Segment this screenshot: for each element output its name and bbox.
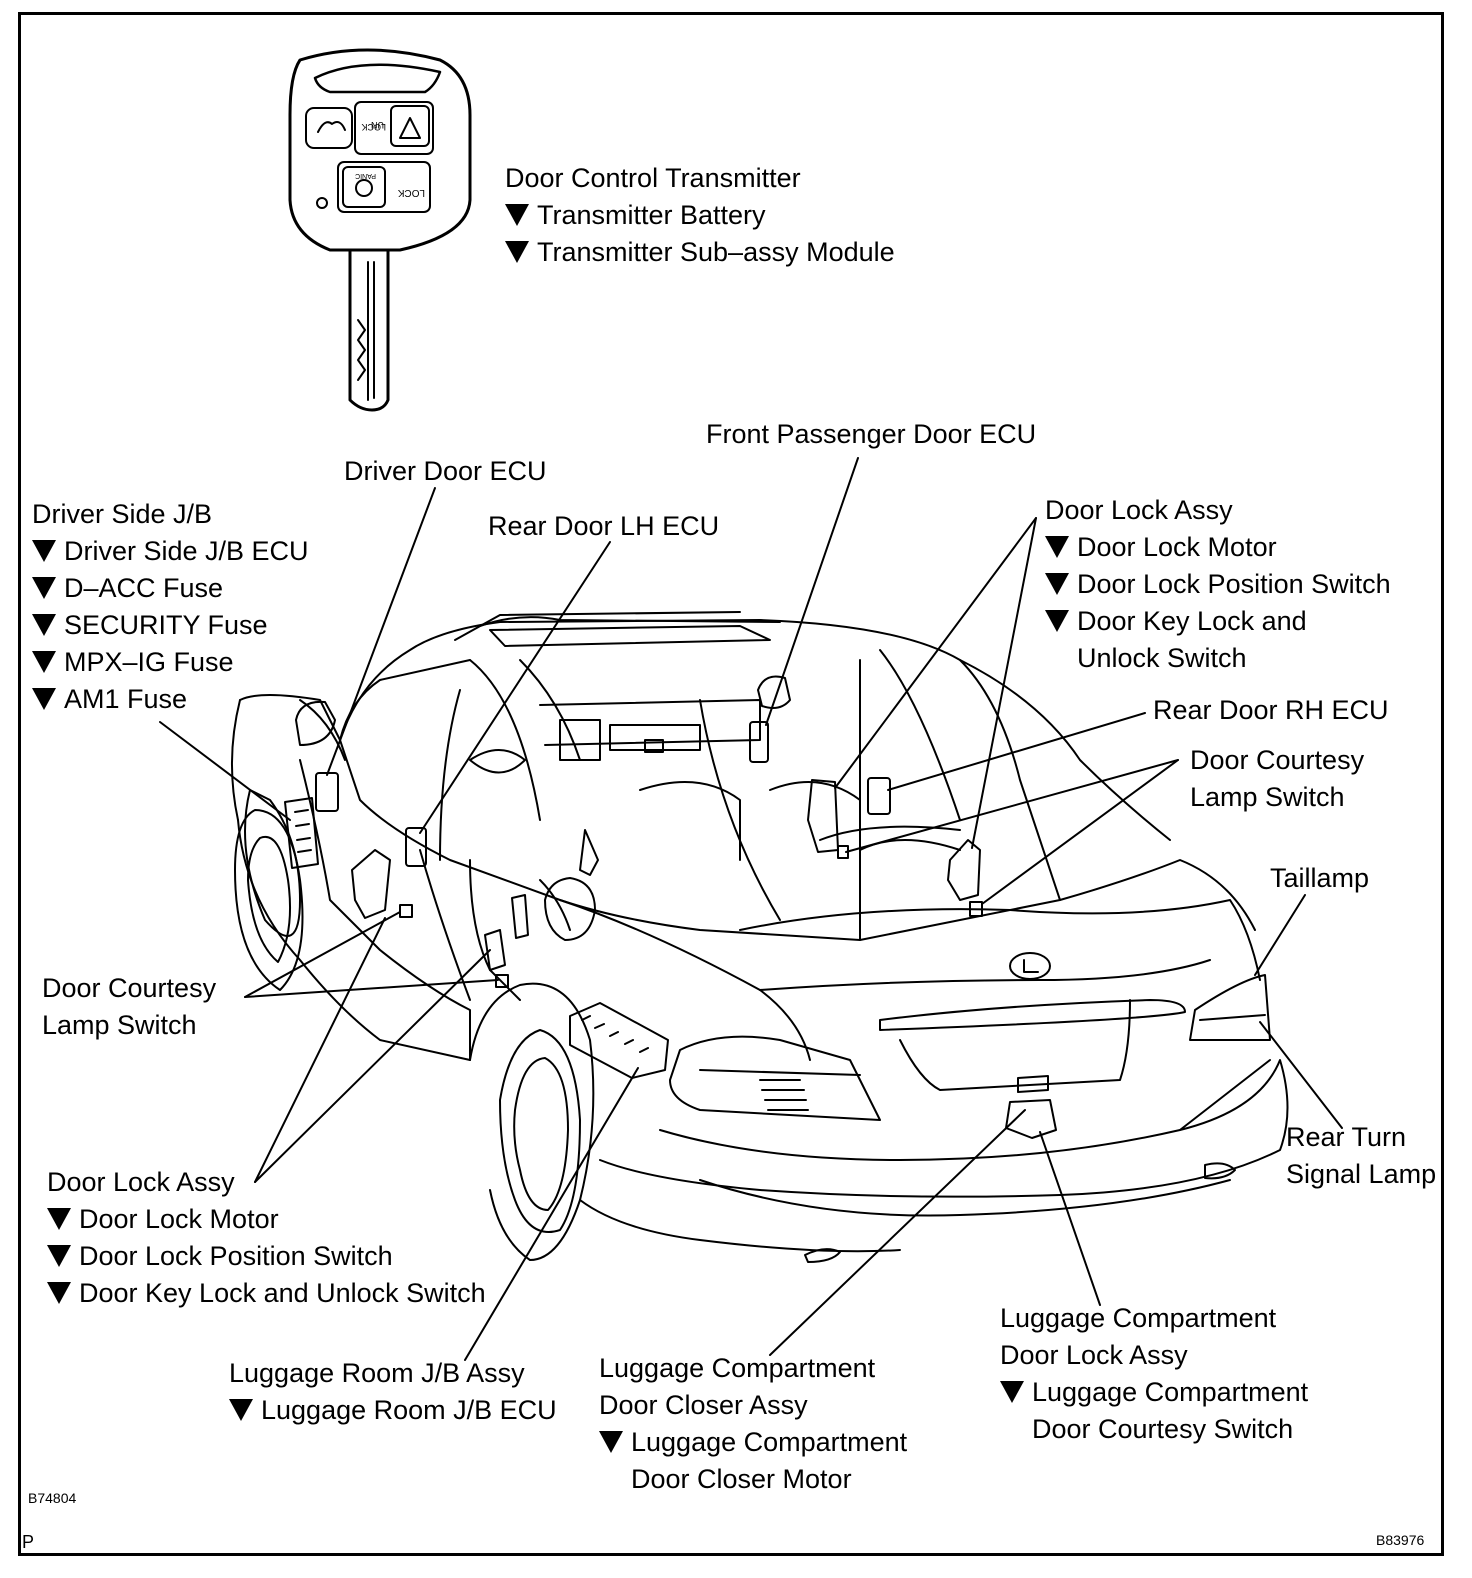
svg-text:UN: UN — [371, 120, 384, 130]
diagram-frame — [18, 12, 1444, 1556]
triangle-icon — [229, 1399, 253, 1421]
door-courtesy-lamp-switch-right-label: Door Courtesy Lamp Switch — [1190, 745, 1365, 812]
door-lock-assy-title: Door Lock Assy — [1045, 495, 1233, 525]
svg-text:PANIC: PANIC — [355, 172, 376, 179]
front-passenger-door-ecu-label: Front Passenger Door ECU — [706, 419, 1037, 449]
driver-side-jb-item: SECURITY Fuse — [32, 607, 309, 644]
rear-door-rh-ecu-label: Rear Door RH ECU — [1153, 695, 1389, 725]
triangle-icon — [32, 540, 56, 562]
svg-text:LOCK: LOCK — [397, 187, 425, 198]
door-lock-assy-item-cont: Unlock Switch — [1077, 643, 1247, 673]
triangle-icon — [599, 1431, 623, 1453]
door-lock-assy-item: Door Lock Motor — [1045, 529, 1391, 566]
luggage-closer-callout: Luggage Compartment Door Closer Assy Lug… — [599, 1353, 908, 1494]
door-courtesy-lamp-switch-left-label: Door Courtesy Lamp Switch — [42, 973, 217, 1040]
luggage-room-jb-title: Luggage Room J/B Assy — [229, 1358, 525, 1388]
luggage-room-jb-item: Luggage Room J/B ECU — [229, 1392, 557, 1429]
door-lock-assy-item: Door Lock Motor — [47, 1201, 486, 1238]
triangle-icon — [505, 241, 529, 263]
transmitter-callout: Door Control Transmitter Transmitter Bat… — [505, 160, 895, 271]
triangle-icon — [1000, 1381, 1024, 1403]
transmitter-item: Transmitter Sub–assy Module — [505, 234, 895, 271]
triangle-icon — [505, 204, 529, 226]
driver-side-jb-title: Driver Side J/B — [32, 499, 213, 529]
svg-text:LOCK: LOCK — [361, 122, 386, 132]
door-lock-assy-item: Door Lock Position Switch — [47, 1238, 486, 1275]
taillamp-label: Taillamp — [1270, 863, 1370, 893]
driver-side-jb-item: AM1 Fuse — [32, 681, 309, 718]
luggage-lock-item: Luggage Compartment — [1000, 1374, 1308, 1411]
door-lock-assy-item: Door Lock Position Switch — [1045, 566, 1391, 603]
driver-side-jb-item: D–ACC Fuse — [32, 570, 309, 607]
triangle-icon — [47, 1282, 71, 1304]
triangle-icon — [32, 651, 56, 673]
driver-side-jb-item: Driver Side J/B ECU — [32, 533, 309, 570]
driver-side-jb-item: MPX–IG Fuse — [32, 644, 309, 681]
key-fob-drawing: UN LOCK LOCK PANIC — [288, 48, 472, 412]
triangle-icon — [32, 688, 56, 710]
triangle-icon — [47, 1245, 71, 1267]
triangle-icon — [32, 614, 56, 636]
driver-door-ecu-label: Driver Door ECU — [344, 456, 547, 486]
door-lock-assy-title: Door Lock Assy — [47, 1167, 235, 1197]
driver-side-jb-callout: Driver Side J/B Driver Side J/B ECU D–AC… — [32, 496, 309, 718]
door-lock-assy-item: Door Key Lock and — [1045, 603, 1391, 640]
transmitter-item: Transmitter Battery — [505, 197, 895, 234]
triangle-icon — [47, 1208, 71, 1230]
corner-mark: P — [22, 1532, 35, 1552]
door-lock-assy-item: Door Key Lock and Unlock Switch — [47, 1275, 486, 1312]
leader-lines — [159, 457, 1343, 1361]
luggage-room-jb-callout: Luggage Room J/B Assy Luggage Room J/B E… — [229, 1355, 557, 1429]
luggage-lock-callout: Luggage Compartment Door Lock Assy Lugga… — [1000, 1303, 1309, 1444]
triangle-icon — [1045, 610, 1069, 632]
triangle-icon — [1045, 536, 1069, 558]
figure-code-right: B83976 — [1376, 1532, 1425, 1548]
triangle-icon — [1045, 573, 1069, 595]
rear-door-lh-ecu-label: Rear Door LH ECU — [488, 511, 720, 541]
triangle-icon — [32, 577, 56, 599]
luggage-closer-item: Luggage Compartment — [599, 1424, 907, 1461]
figure-code-left: B74804 — [28, 1490, 77, 1506]
rear-turn-signal-lamp-label: Rear Turn Signal Lamp — [1286, 1122, 1437, 1189]
transmitter-title: Door Control Transmitter — [505, 163, 801, 193]
door-lock-assy-left-callout: Door Lock Assy Door Lock Motor Door Lock… — [47, 1164, 486, 1312]
door-lock-assy-right-callout: Door Lock Assy Door Lock Motor Door Lock… — [1045, 492, 1391, 677]
